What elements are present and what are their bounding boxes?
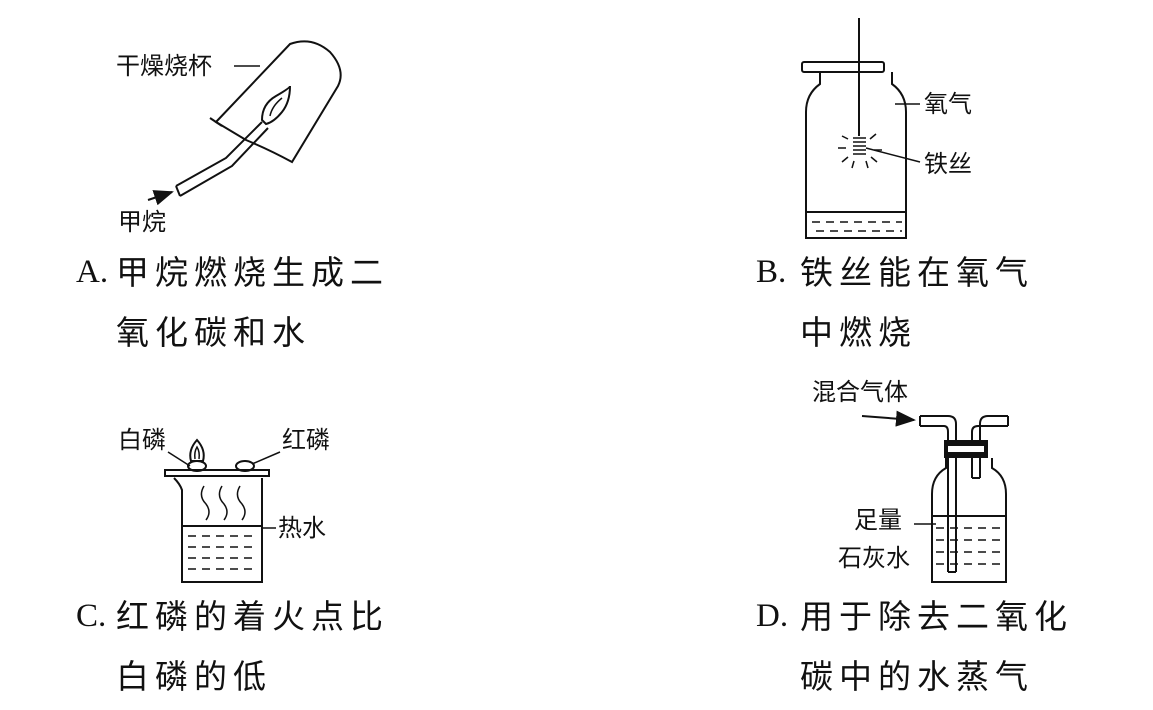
panel-b-caption-line2: 中燃烧: [800, 313, 917, 352]
red-phosphorus: [235, 460, 255, 472]
label-oxygen: 氧气: [924, 90, 972, 118]
label-iron-wire: 铁丝: [924, 150, 972, 178]
label-dry-beaker: 干燥烧杯: [116, 52, 212, 80]
label-sufficient: 足量: [854, 506, 902, 534]
dry-beaker: [214, 40, 342, 164]
label-red-phosphorus: 红磷: [282, 426, 330, 454]
panel-d-caption-line1: 用于除去二氧化: [800, 597, 1073, 636]
label-methane: 甲烷: [118, 208, 166, 236]
panel-c-caption-line1: 红磷的着火点比: [116, 597, 389, 636]
outlet-tube: [979, 415, 1008, 478]
wash-bottle: [931, 458, 1007, 583]
beaker-lip: [209, 117, 223, 127]
inlet-tube: [920, 415, 957, 572]
steam: [200, 485, 246, 521]
panel-a-caption-line1: 甲烷燃烧生成二: [116, 253, 389, 292]
panel-d-letter: D.: [756, 598, 789, 634]
panel-d-caption-line2: 碳中的水蒸气: [800, 657, 1034, 696]
hot-water-beaker: [173, 477, 263, 583]
label-gas-mixture: 混合气体: [812, 378, 908, 406]
gas-tube: [175, 121, 263, 187]
panel-b-drawing: [801, 18, 921, 239]
panel-c-drawing: [164, 438, 281, 583]
gas-arrow: [147, 190, 174, 206]
copper-plate: [164, 469, 270, 477]
leader-wire: [865, 147, 921, 163]
leader-white-p: [167, 451, 191, 467]
panel-a-letter: A.: [76, 254, 109, 290]
label-lime-water: 石灰水: [838, 544, 910, 572]
sparks: [838, 133, 882, 169]
label-white-phosphorus: 白磷: [118, 426, 166, 454]
flame: [260, 85, 291, 126]
gas-bottle: [805, 72, 907, 239]
panel-c-caption-line2: 白磷的低: [116, 657, 272, 696]
panel-a-drawing: [147, 40, 342, 206]
glass-plate: [801, 61, 885, 73]
label-hot-water: 热水: [278, 514, 326, 542]
gas-mix-arrow: [861, 410, 916, 427]
panel-b-letter: B.: [756, 254, 787, 290]
white-phosphorus-flame: [189, 438, 205, 462]
panel-a-caption-line2: 氧化碳和水: [116, 313, 311, 352]
panel-d-drawing: [861, 410, 1009, 583]
iron-wire-coil: [853, 137, 866, 155]
panel-c-letter: C.: [76, 598, 107, 634]
leader-red-p: [251, 451, 281, 465]
panel-b-caption-line1: 铁丝能在氧气: [800, 253, 1034, 292]
